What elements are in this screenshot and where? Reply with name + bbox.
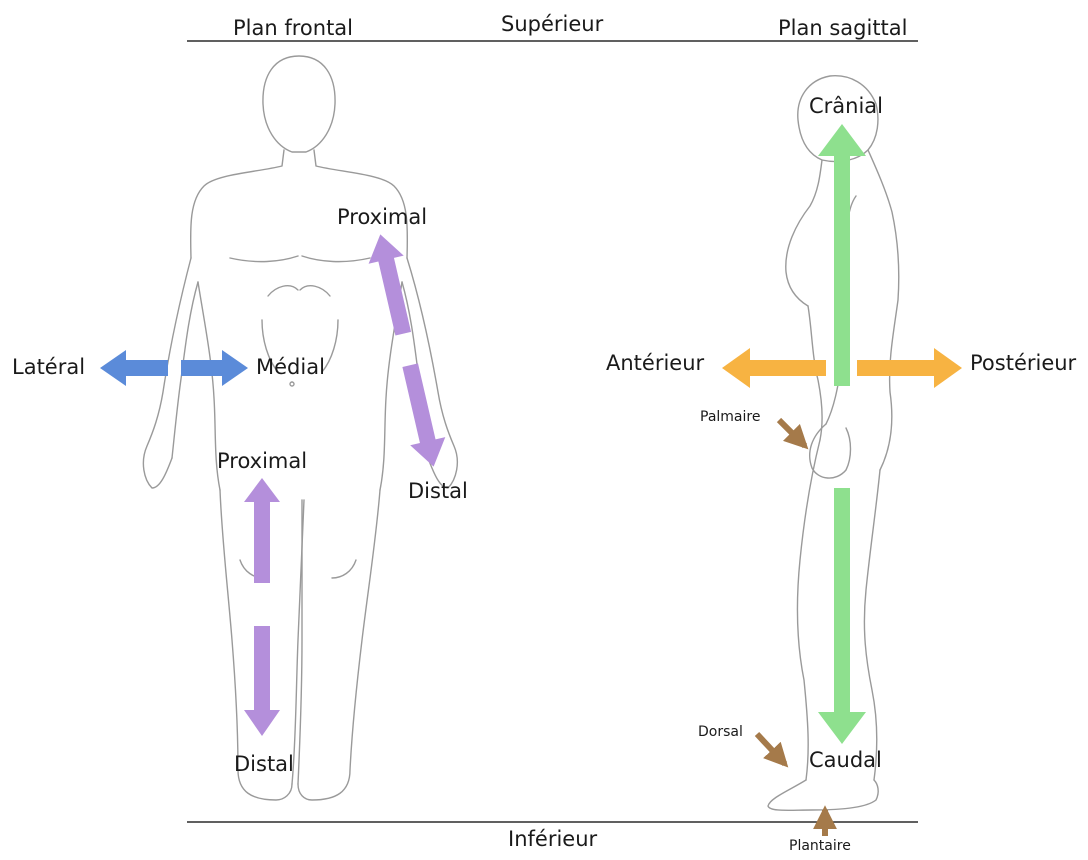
lateral-arrow xyxy=(100,350,168,386)
arm-proximal-arrow xyxy=(363,230,421,337)
arm-distal-arrow xyxy=(393,361,451,470)
medial-label: Médial xyxy=(256,357,325,378)
frontal-plane-title: Plan frontal xyxy=(233,18,353,39)
palmar-arrow xyxy=(779,420,805,446)
sagittal-body-outline xyxy=(768,76,899,811)
anterior-arrow xyxy=(722,348,826,388)
leg-proximal-arrow xyxy=(244,478,280,583)
leg-distal-label: Distal xyxy=(234,754,294,775)
lateral-label: Latéral xyxy=(12,357,85,378)
dorsal-label: Dorsal xyxy=(698,725,743,739)
caudal-arrow xyxy=(818,488,866,744)
leg-proximal-label: Proximal xyxy=(217,451,307,472)
frontal-body-outline xyxy=(143,56,457,800)
cranial-arrow xyxy=(818,124,866,386)
cranial-label: Crânial xyxy=(809,96,883,117)
leg-distal-arrow xyxy=(244,626,280,736)
plantar-label: Plantaire xyxy=(789,839,851,853)
dorsal-arrow xyxy=(757,734,785,764)
anterior-label: Antérieur xyxy=(606,353,704,374)
arm-proximal-label: Proximal xyxy=(337,207,427,228)
sagittal-plane-title: Plan sagittal xyxy=(778,18,908,39)
superior-label: Supérieur xyxy=(501,14,603,35)
posterior-label: Postérieur xyxy=(970,353,1076,374)
arm-distal-label: Distal xyxy=(408,481,468,502)
palmar-label: Palmaire xyxy=(700,410,760,424)
medial-arrow xyxy=(181,350,248,386)
caudal-label: Caudal xyxy=(809,750,882,771)
inferior-label: Inférieur xyxy=(508,829,597,850)
posterior-arrow xyxy=(857,348,962,388)
